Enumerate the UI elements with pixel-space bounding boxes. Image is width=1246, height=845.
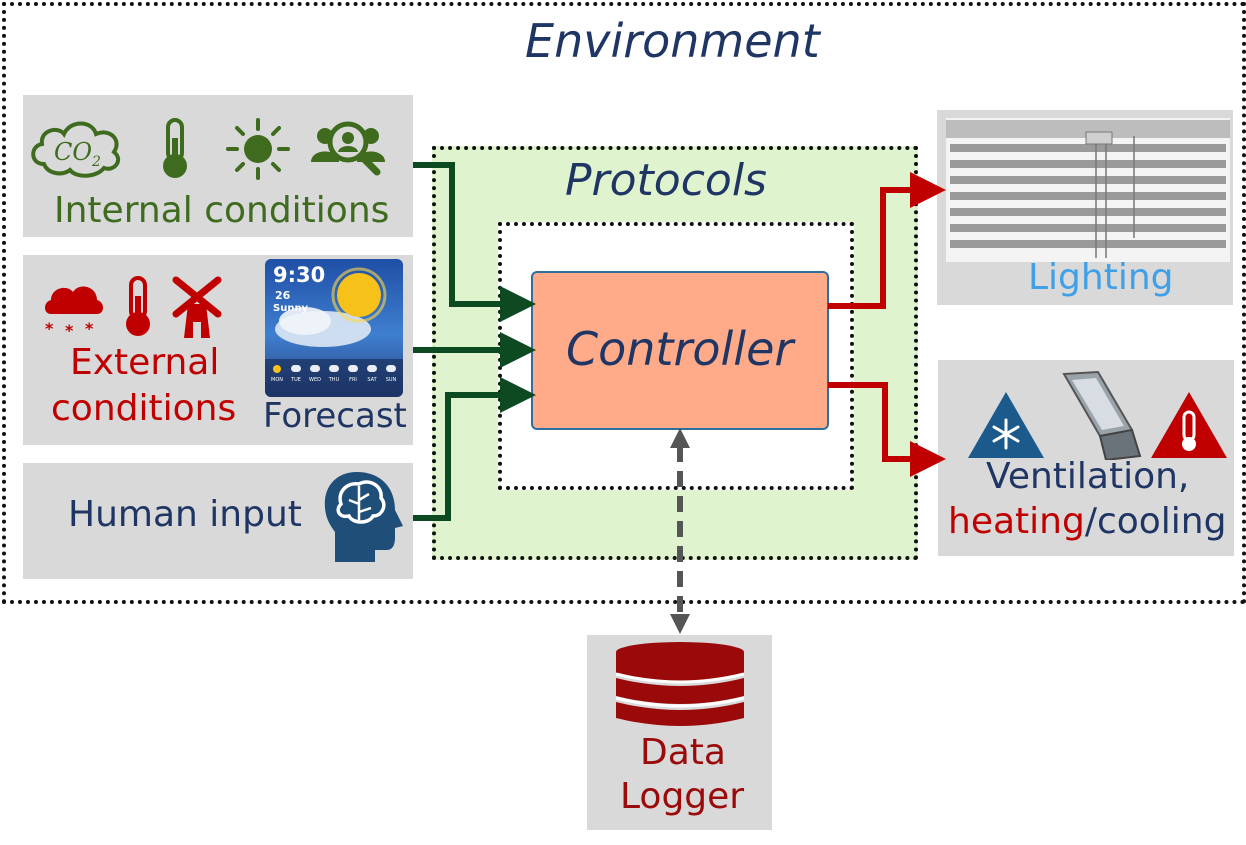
window-blinds-image [946, 118, 1230, 262]
heating-warning-icon [1149, 390, 1229, 460]
forecast-day: SAT [364, 365, 380, 389]
cooling-warning-icon [966, 390, 1046, 460]
forecast-day: SUN [383, 365, 399, 389]
ventilation-label-line2: heating/cooling [948, 501, 1226, 542]
skylight-window-icon [1060, 370, 1142, 460]
database-icon [612, 640, 748, 730]
internal-conditions-panel [23, 95, 413, 237]
slash: / [1084, 501, 1097, 542]
forecast-day: WED [307, 365, 323, 389]
lighting-label: Lighting [1028, 257, 1174, 298]
forecast-day: THU [326, 365, 342, 389]
internal-conditions-label: Internal conditions [54, 190, 390, 231]
forecast-time: 9:30 [273, 263, 326, 287]
ventilation-label-line1: Ventilation, [986, 456, 1190, 497]
cooling-word: cooling [1096, 501, 1227, 542]
forecast-day-row: MON TUE WED THU FRI SAT SUN [269, 365, 399, 389]
forecast-day: TUE [288, 365, 304, 389]
protocols-title: Protocols [565, 155, 767, 206]
forecast-temp: 26 [275, 289, 291, 302]
data-logger-label-line2: Logger [620, 776, 745, 817]
forecast-label: Forecast [263, 396, 407, 436]
svg-text:2: 2 [91, 154, 101, 170]
forecast-day: FRI [345, 365, 361, 389]
environment-title: Environment [525, 14, 820, 68]
windmill-icon [170, 274, 224, 340]
sun-icon [225, 118, 291, 180]
forecast-widget: 9:30 26 Sunny MON TUE WED THU FRI SAT SU… [265, 259, 403, 397]
human-input-label: Human input [68, 494, 302, 535]
data-logger-label-line1: Data [640, 732, 726, 773]
svg-text:*: * [85, 319, 94, 336]
svg-text:CO: CO [54, 138, 92, 166]
human-head-brain-icon [323, 470, 405, 564]
external-conditions-label-line2: conditions [51, 388, 237, 429]
thermometer-icon [157, 116, 193, 182]
heating-word: heating [948, 501, 1085, 542]
external-conditions-label-line1: External [70, 342, 220, 383]
co2-icon: CO 2 [26, 112, 126, 182]
environment-frame [2, 2, 1246, 604]
forecast-day: MON [269, 365, 285, 389]
forecast-condition: Sunny [273, 303, 309, 314]
snow-cloud-icon: * * * [43, 280, 105, 336]
external-thermometer-icon [120, 274, 156, 340]
svg-text:*: * [65, 321, 74, 336]
svg-text:*: * [45, 319, 54, 336]
occupancy-search-icon [311, 118, 387, 176]
logger-link-arrowhead-bottom [670, 614, 690, 634]
controller-label: Controller [566, 322, 794, 376]
